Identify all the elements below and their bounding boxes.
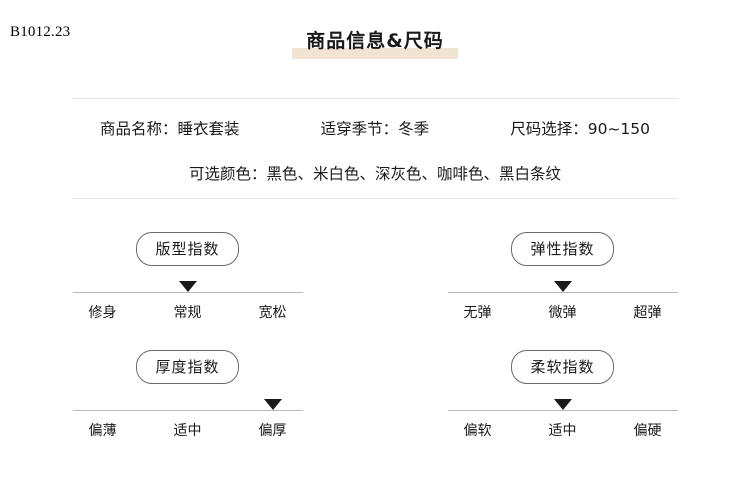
index-label-thickness-0: 偏薄 [88, 423, 117, 439]
index-marker-elasticity [553, 281, 572, 292]
index-labels-elasticity: 无弹 微弹 超弹 [448, 302, 678, 322]
product-name-value: 睡衣套装 [177, 120, 240, 138]
index-marker-softness [553, 399, 572, 410]
index-grid: 版型指数 修身 常规 宽松 弹性指数 无弹 微弹 超弹 [0, 232, 750, 468]
size-value: 90~150 [587, 120, 650, 138]
index-block-thickness: 厚度指数 偏薄 适中 偏厚 [0, 350, 375, 440]
index-marker-thickness [263, 399, 282, 410]
product-name-label: 商品名称： [100, 120, 178, 138]
title-highlight [292, 48, 458, 59]
colors-value: 黑色、米白色、深灰色、咖啡色、黑白条纹 [266, 165, 562, 183]
product-info-block: 商品名称：睡衣套装 适穿季节：冬季 尺码选择：90~150 可选颜色：黑色、米白… [72, 98, 678, 199]
size-label: 尺码选择： [510, 120, 588, 138]
index-scale-fit [72, 281, 303, 293]
season-value: 冬季 [398, 120, 430, 138]
page-title-text: 商品信息&尺码 [306, 30, 444, 52]
colors-label: 可选颜色： [188, 165, 267, 183]
index-label-thickness-2: 偏厚 [258, 423, 287, 439]
sku-code: B1012.23 [10, 24, 71, 40]
index-scale-line-softness [447, 410, 678, 411]
page-title: 商品信息&尺码 [292, 22, 458, 62]
index-label-fit-1: 常规 [173, 305, 202, 321]
index-title-softness: 柔软指数 [511, 350, 614, 384]
product-info-rows: 商品名称：睡衣套装 适穿季节：冬季 尺码选择：90~150 可选颜色：黑色、米白… [72, 99, 678, 198]
index-label-softness-0: 偏软 [463, 423, 492, 439]
product-name-field: 商品名称：睡衣套装 [100, 117, 240, 139]
index-scale-softness [447, 399, 678, 411]
index-block-elasticity: 弹性指数 无弹 微弹 超弹 [375, 232, 750, 322]
index-title-thickness: 厚度指数 [136, 350, 239, 384]
index-marker-fit [178, 281, 197, 292]
product-info-row-colors: 可选颜色：黑色、米白色、深灰色、咖啡色、黑白条纹 [72, 162, 678, 184]
index-scale-line-fit [72, 292, 303, 293]
index-scale-elasticity [447, 281, 678, 293]
index-label-elasticity-2: 超弹 [633, 305, 662, 321]
index-labels-thickness: 偏薄 适中 偏厚 [73, 420, 303, 440]
index-scale-thickness [72, 399, 303, 411]
index-label-thickness-1: 适中 [173, 423, 202, 439]
index-label-fit-2: 宽松 [258, 305, 287, 321]
index-scale-line-thickness [72, 410, 303, 411]
index-scale-line-elasticity [447, 292, 678, 293]
index-label-fit-0: 修身 [88, 305, 117, 321]
product-info-row-primary: 商品名称：睡衣套装 适穿季节：冬季 尺码选择：90~150 [72, 117, 678, 139]
index-label-elasticity-0: 无弹 [463, 305, 492, 321]
index-block-fit: 版型指数 修身 常规 宽松 [0, 232, 375, 322]
index-section: 版型指数 修身 常规 宽松 弹性指数 无弹 微弹 超弹 [0, 232, 750, 468]
index-block-softness: 柔软指数 偏软 适中 偏硬 [375, 350, 750, 440]
index-label-softness-1: 适中 [548, 423, 577, 439]
season-field: 适穿季节：冬季 [321, 117, 430, 139]
page-title-wrapper: 商品信息&尺码 [0, 22, 750, 62]
season-label: 适穿季节： [320, 120, 399, 138]
index-labels-fit: 修身 常规 宽松 [73, 302, 303, 322]
index-label-elasticity-1: 微弹 [548, 305, 577, 321]
index-labels-softness: 偏软 适中 偏硬 [448, 420, 678, 440]
index-label-softness-2: 偏硬 [633, 423, 662, 439]
index-title-fit: 版型指数 [136, 232, 239, 266]
divider-top [72, 98, 678, 99]
size-field: 尺码选择：90~150 [510, 117, 650, 139]
index-title-elasticity: 弹性指数 [511, 232, 614, 266]
divider-bottom [72, 198, 678, 199]
